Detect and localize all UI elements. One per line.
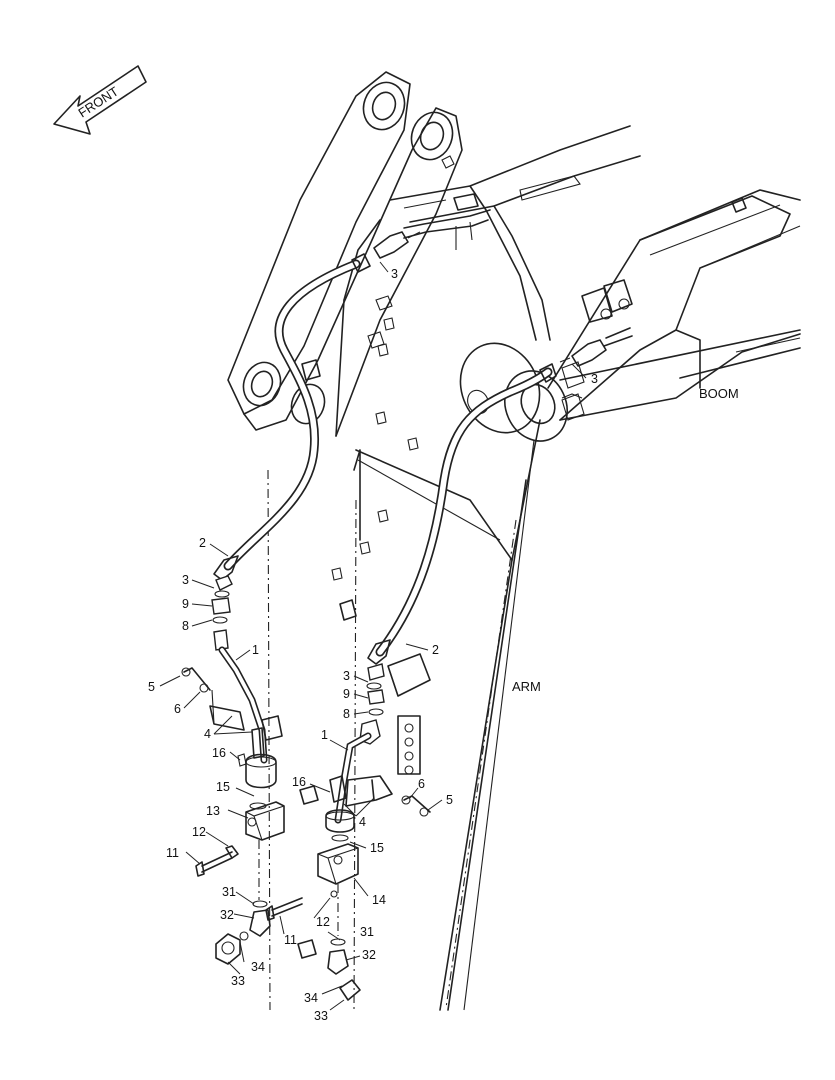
callout-34-right: 34	[304, 991, 318, 1005]
callout-4-right: 4	[359, 815, 366, 829]
callout-8-left: 8	[182, 619, 189, 633]
callout-33-right: 33	[314, 1009, 328, 1023]
callout-3-top-right: 3	[591, 372, 598, 386]
callout-1-left: 1	[252, 643, 259, 657]
callout-32-right: 32	[362, 948, 376, 962]
callout-5-left: 5	[148, 680, 155, 694]
callout-12-right: 12	[316, 915, 330, 929]
callout-8-right: 8	[343, 707, 350, 721]
callout-15-right: 15	[370, 841, 384, 855]
callout-6-left: 6	[174, 702, 181, 716]
boom-label: BOOM	[699, 386, 739, 401]
callout-9-left: 9	[182, 597, 189, 611]
callout-14: 14	[372, 893, 386, 907]
callout-5-right: 5	[446, 793, 453, 807]
callout-34-left: 34	[251, 960, 265, 974]
callout-11-left: 11	[166, 846, 179, 860]
arm-label: ARM	[512, 679, 541, 694]
callout-16-right: 16	[292, 775, 306, 789]
front-label: FRONT	[75, 84, 121, 121]
hose-left	[213, 209, 491, 581]
callout-3-right: 3	[343, 669, 350, 683]
hose-right	[367, 327, 633, 665]
callout-13: 13	[206, 804, 220, 818]
callout-16-left: 16	[212, 746, 226, 760]
front-arrow: FRONT	[53, 65, 147, 135]
callout-3-left: 3	[182, 573, 189, 587]
callout-11-right: 11	[284, 933, 297, 947]
callout-31-right: 31	[360, 925, 374, 939]
callout-4-left: 4	[204, 727, 211, 741]
left-pipe-assembly	[181, 575, 317, 965]
callout-32-left: 32	[220, 908, 234, 922]
callout-6-right: 6	[418, 777, 425, 791]
callout-31-left: 31	[222, 885, 236, 899]
callout-9-right: 9	[343, 687, 350, 701]
right-pipe-assembly	[265, 653, 431, 1001]
boom-structure	[459, 189, 801, 442]
callout-2-right: 2	[432, 643, 439, 657]
callout-12-left: 12	[192, 825, 206, 839]
callout-3-top-left: 3	[391, 267, 398, 281]
callout-33-left: 33	[231, 974, 245, 988]
callout-2-left: 2	[199, 536, 206, 550]
part-callouts: 3 3 2 3 9 8 1 5 6 4 16 15 13 12 11 31 32…	[148, 267, 598, 1023]
callout-1-right: 1	[321, 728, 328, 742]
callout-15-left: 15	[216, 780, 230, 794]
leader-lines	[159, 261, 587, 1011]
